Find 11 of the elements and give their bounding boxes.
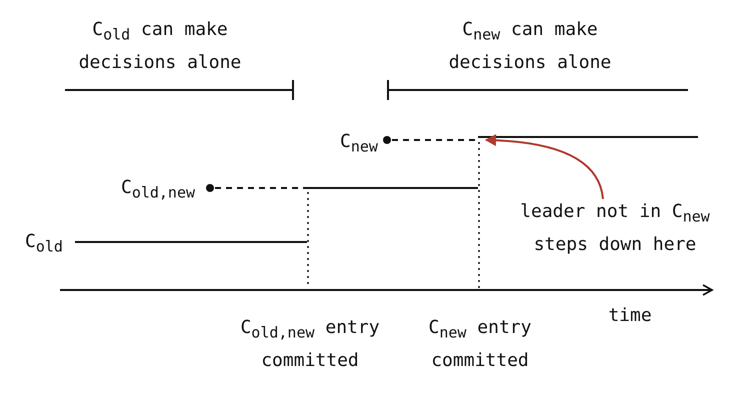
- configuration-label: C$_{old}$: [24, 230, 64, 258]
- period-label: C$_{new}$ can make decisions alone: [448, 18, 612, 75]
- period-label: C$_{old}$ can make decisions alone: [78, 18, 242, 75]
- configuration-label: C$_{new}$: [339, 130, 379, 158]
- leader-arrow: [485, 134, 604, 200]
- configuration-label: C$_{old,new}$: [120, 176, 196, 204]
- timeline-line: [478, 136, 698, 138]
- commit-label: C$_{old,new}$ entry committed: [239, 316, 381, 373]
- commit-label: C$_{new}$ entry committed: [428, 316, 532, 373]
- annotation-text: leader not in C$_{new}$ steps down here: [515, 198, 715, 259]
- axis-label: time: [607, 304, 653, 328]
